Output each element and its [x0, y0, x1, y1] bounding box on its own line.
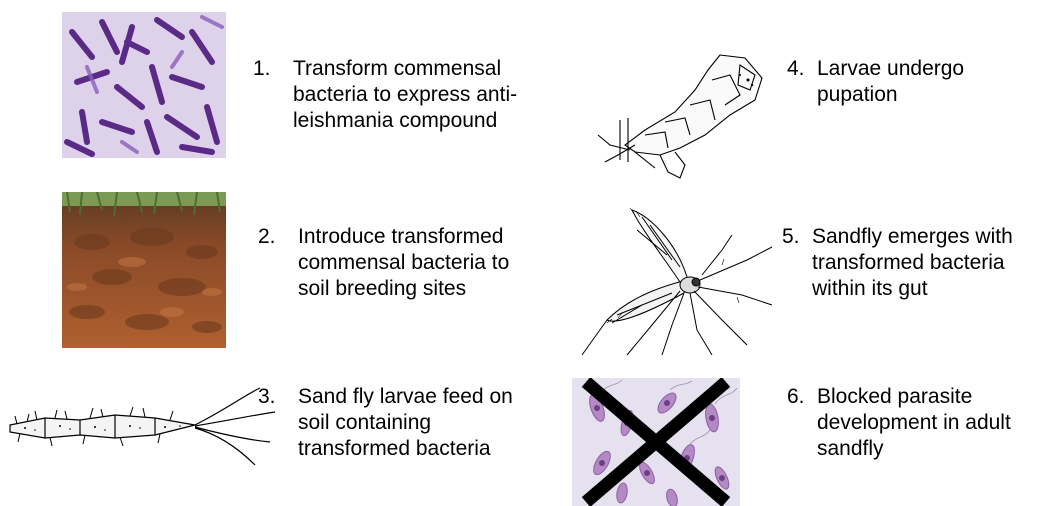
step-5-text: Sandfly emerges with transformed bacteri… — [812, 224, 1013, 302]
step-4-number: 4. — [787, 56, 817, 82]
pupa-drawing — [590, 50, 775, 185]
step-1-number: 1. — [253, 56, 293, 82]
step-2-text: Introduce transformed commensal bacteria… — [298, 224, 509, 302]
step-2: 2. Introduce transformed commensal bacte… — [258, 224, 509, 302]
sandfly-drawing — [572, 205, 777, 360]
parasite-micrograph — [572, 378, 740, 506]
bacteria-image — [62, 12, 226, 158]
parasite-image — [572, 378, 740, 506]
step-3-text: Sand fly larvae feed on soil containing … — [298, 384, 513, 462]
bacteria-micrograph — [62, 12, 226, 158]
larva-image — [5, 380, 280, 472]
pupa-image — [590, 50, 775, 185]
step-4: 4. Larvae undergo pupation — [787, 56, 964, 108]
step-6: 6. Blocked parasite development in adult… — [787, 384, 1011, 462]
step-4-text: Larvae undergo pupation — [817, 56, 964, 108]
step-6-text: Blocked parasite development in adult sa… — [817, 384, 1011, 462]
step-3-number: 3. — [258, 384, 298, 410]
step-6-number: 6. — [787, 384, 817, 410]
step-1-text: Transform commensal bacteria to express … — [293, 56, 517, 134]
soil-photo — [62, 192, 226, 348]
larva-drawing — [5, 380, 280, 472]
sandfly-image — [572, 205, 777, 360]
soil-image — [62, 192, 226, 348]
step-5-number: 5. — [782, 224, 812, 250]
step-2-number: 2. — [258, 224, 298, 250]
step-3: 3. Sand fly larvae feed on soil containi… — [258, 384, 513, 462]
step-1: 1. Transform commensal bacteria to expre… — [253, 56, 517, 134]
step-5: 5. Sandfly emerges with transformed bact… — [782, 224, 1013, 302]
